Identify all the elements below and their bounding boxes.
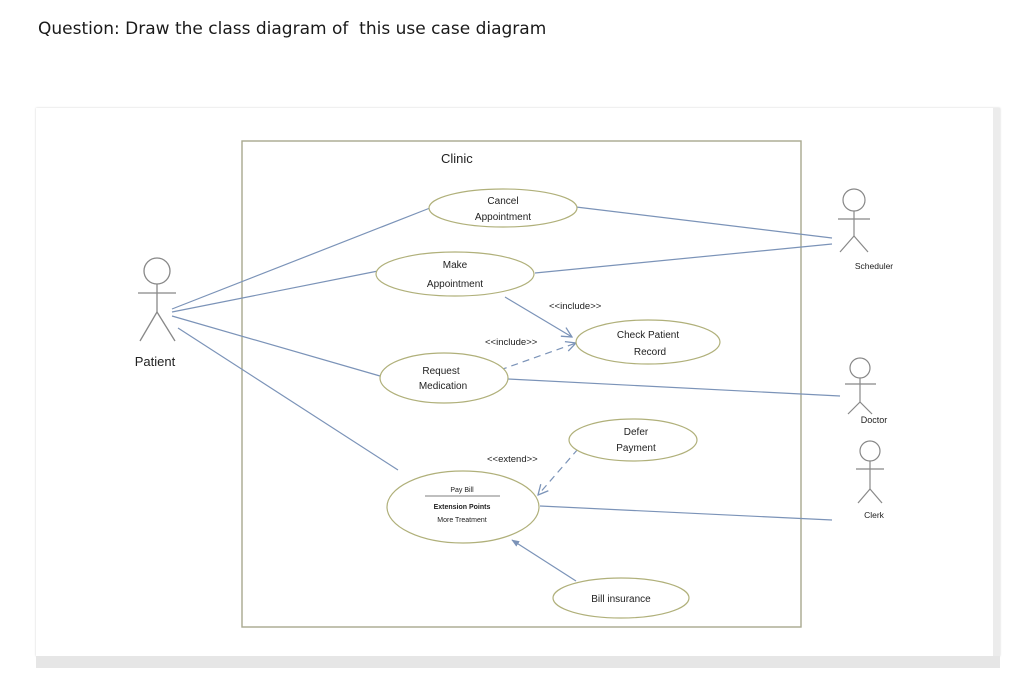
- include-arrow-make-check: [504, 296, 572, 337]
- extension-points-title: Extension Points: [434, 504, 491, 511]
- use-case-label: Payment: [616, 443, 656, 454]
- actor-label-clerk: Clerk: [864, 510, 885, 520]
- use-case-label: Cancel: [487, 196, 518, 207]
- card-edge: [993, 108, 1000, 656]
- assoc-patient-request: [171, 315, 381, 377]
- actor-label-scheduler: Scheduler: [855, 261, 893, 271]
- extend-label: <<extend>>: [487, 454, 538, 465]
- system-boundary: [241, 140, 802, 628]
- include-label-2: <<include>>: [485, 337, 538, 348]
- assoc-scheduler-cancel: [575, 206, 833, 239]
- use-case-request-medication: Request Medication: [379, 352, 509, 404]
- system-name: Clinic: [441, 151, 473, 166]
- actor-head: [143, 257, 171, 285]
- use-case-label: Bill insurance: [591, 594, 651, 605]
- assoc-doctor-request: [507, 378, 841, 397]
- actor-label-patient: Patient: [135, 354, 176, 369]
- use-case-check-patient-record: Check Patient Record: [575, 319, 721, 365]
- use-case-make-appointment: Make Appointment: [375, 251, 535, 297]
- actor-clerk: [856, 440, 884, 504]
- use-case-cancel-appointment: Cancel Appointment: [428, 188, 578, 228]
- actor-head: [842, 188, 866, 212]
- assoc-patient-cancel: [171, 207, 431, 310]
- actor-scheduler: [838, 188, 870, 253]
- arrow-billinsurance-paybill: [511, 539, 577, 582]
- use-case-name: Pay Bill: [450, 487, 474, 494]
- use-case-pay-bill: Pay Bill Extension Points More Treatment: [386, 470, 540, 544]
- use-case-label: Make: [443, 260, 468, 271]
- use-case-label: Record: [634, 347, 666, 358]
- use-case-defer-payment: Defer Payment: [568, 418, 698, 462]
- actor-head: [849, 357, 871, 379]
- card-scrollbar-strip: [36, 656, 1000, 668]
- use-case-label: Check Patient: [617, 330, 679, 341]
- associations: [171, 206, 841, 521]
- actor-label-doctor: Doctor: [861, 415, 888, 425]
- actor-patient: [138, 257, 176, 342]
- use-case-label: Appointment: [475, 212, 531, 223]
- assoc-clerk-paybill: [539, 505, 833, 521]
- extension-point: More Treatment: [437, 517, 486, 524]
- question-text: Question: Draw the class diagram of this…: [38, 19, 547, 39]
- include-arrow-request-check: [499, 343, 576, 371]
- assoc-patient-make: [171, 270, 379, 313]
- extend-arrow-defer-paybill: [538, 448, 579, 495]
- use-case-bill-insurance: Bill insurance: [552, 577, 690, 619]
- include-label-1: <<include>>: [549, 301, 602, 312]
- assoc-patient-paybill: [177, 327, 399, 471]
- use-case-label: Defer: [624, 427, 649, 438]
- actor-head: [859, 440, 881, 462]
- actor-doctor: [845, 357, 876, 415]
- use-case-label: Medication: [419, 381, 467, 392]
- use-case-label: Appointment: [427, 279, 483, 290]
- use-case-label: Request: [422, 366, 459, 377]
- assoc-scheduler-make: [534, 243, 833, 274]
